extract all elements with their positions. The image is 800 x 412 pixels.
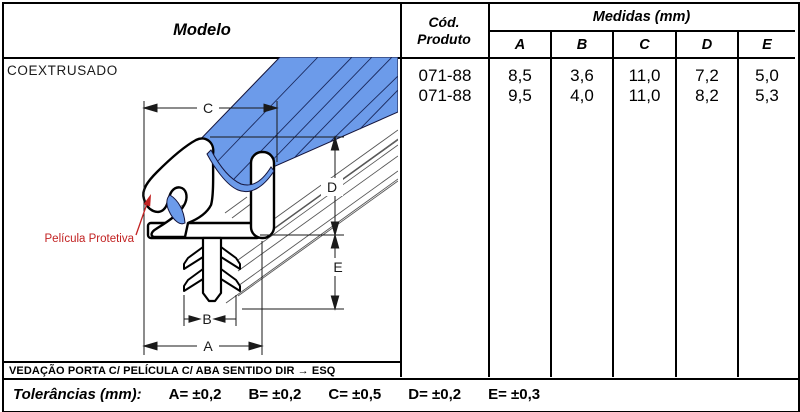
cod-values: 071-88 071-88 bbox=[402, 57, 488, 105]
dim-b-label: B bbox=[202, 311, 211, 327]
col-d-values: 7,2 8,2 bbox=[677, 57, 737, 105]
dimension-b: B bbox=[184, 311, 236, 327]
medidas-label: Medidas (mm) bbox=[592, 9, 691, 25]
film-leader-arrow bbox=[135, 194, 151, 236]
column-header-medidas: Medidas (mm) bbox=[488, 4, 795, 30]
divider-col-ab bbox=[550, 30, 552, 377]
profile-stem bbox=[201, 236, 223, 303]
e-value-row1: 5,0 bbox=[755, 66, 779, 85]
film-drape bbox=[206, 149, 275, 193]
cod-value-row1: 071-88 bbox=[418, 66, 472, 85]
tolerance-a: A= ±0,2 bbox=[168, 385, 222, 403]
column-header-modelo: Modelo bbox=[4, 4, 400, 57]
col-a-values: 8,5 9,5 bbox=[490, 57, 550, 105]
modelo-label: Modelo bbox=[173, 21, 231, 39]
divider-cod-medidas bbox=[488, 4, 490, 377]
d-value-row1: 7,2 bbox=[695, 66, 719, 85]
dimension-a: A bbox=[142, 338, 264, 354]
cod-label-line2: Produto bbox=[417, 30, 471, 47]
cod-label-line1: Cód. bbox=[428, 13, 460, 30]
profile-fins bbox=[183, 246, 241, 292]
profile-type-label: COEXTRUSADO bbox=[7, 63, 118, 78]
medidas-underline bbox=[488, 30, 795, 32]
b-value-row2: 4,0 bbox=[570, 85, 594, 105]
tolerance-e: E= ±0,3 bbox=[488, 385, 541, 403]
divider-col-cd bbox=[675, 30, 677, 377]
drawing-caption: VEDAÇÃO PORTA C/ PELÍCULA C/ ABA SENTIDO… bbox=[9, 365, 336, 377]
column-header-a: A bbox=[490, 32, 550, 57]
dimension-c: C bbox=[142, 100, 279, 116]
tolerance-b: B= ±0,2 bbox=[248, 385, 302, 403]
cod-value-row2: 071-88 bbox=[418, 85, 472, 105]
drawing-caption-box: VEDAÇÃO PORTA C/ PELÍCULA C/ ABA SENTIDO… bbox=[4, 361, 400, 379]
extrusion-back-edges bbox=[173, 129, 398, 304]
column-header-e: E bbox=[739, 32, 795, 57]
dim-a-label: A bbox=[203, 338, 213, 354]
a-value-row1: 8,5 bbox=[508, 66, 532, 85]
tolerances-title: Tolerâncias (mm): bbox=[13, 385, 142, 403]
col-d-label: D bbox=[701, 36, 713, 53]
col-c-label: C bbox=[639, 36, 650, 53]
col-b-values: 3,6 4,0 bbox=[552, 57, 612, 105]
tolerance-c: C= ±0,5 bbox=[328, 385, 382, 403]
divider-col-de bbox=[737, 30, 739, 377]
column-header-c: C bbox=[614, 32, 675, 57]
col-a-label: A bbox=[514, 36, 526, 53]
b-value-row1: 3,6 bbox=[570, 66, 594, 85]
d-value-row2: 8,2 bbox=[695, 85, 719, 105]
col-e-values: 5,0 5,3 bbox=[739, 57, 795, 105]
divider-model-cod bbox=[400, 4, 402, 377]
dimension-d: D bbox=[321, 135, 343, 237]
divider-col-bc bbox=[612, 30, 614, 377]
tolerance-d: D= ±0,2 bbox=[408, 385, 462, 403]
protective-film-band bbox=[192, 57, 398, 189]
seal-profile-outline bbox=[142, 137, 276, 303]
col-b-label: B bbox=[576, 36, 588, 53]
c-value-row2: 11,0 bbox=[628, 85, 661, 105]
header-underline bbox=[4, 57, 795, 59]
profile-right-bulb bbox=[249, 150, 276, 240]
dimension-e: E bbox=[327, 233, 348, 311]
column-header-d: D bbox=[677, 32, 737, 57]
dim-c-label: C bbox=[203, 100, 213, 116]
profile-lip-hook bbox=[142, 137, 215, 239]
technical-drawing: C D E B bbox=[135, 57, 398, 355]
col-c-values: 11,0 11,0 bbox=[614, 57, 675, 105]
e-value-row2: 5,3 bbox=[755, 85, 779, 105]
column-header-b: B bbox=[552, 32, 612, 57]
tolerances-row: Tolerâncias (mm): A= ±0,2 B= ±0,2 C= ±0,… bbox=[4, 378, 800, 408]
col-e-label: E bbox=[762, 36, 772, 53]
dim-d-label: D bbox=[327, 179, 337, 195]
a-value-row2: 9,5 bbox=[508, 85, 532, 105]
c-value-row1: 11,0 bbox=[628, 66, 661, 85]
dimension-lines: C D E B bbox=[142, 100, 348, 355]
film-hook-fold bbox=[166, 194, 186, 225]
column-header-cod-produto: Cód. Produto bbox=[400, 4, 488, 57]
dim-e-label: E bbox=[333, 259, 342, 275]
film-label: Película Protetiva bbox=[44, 233, 135, 245]
